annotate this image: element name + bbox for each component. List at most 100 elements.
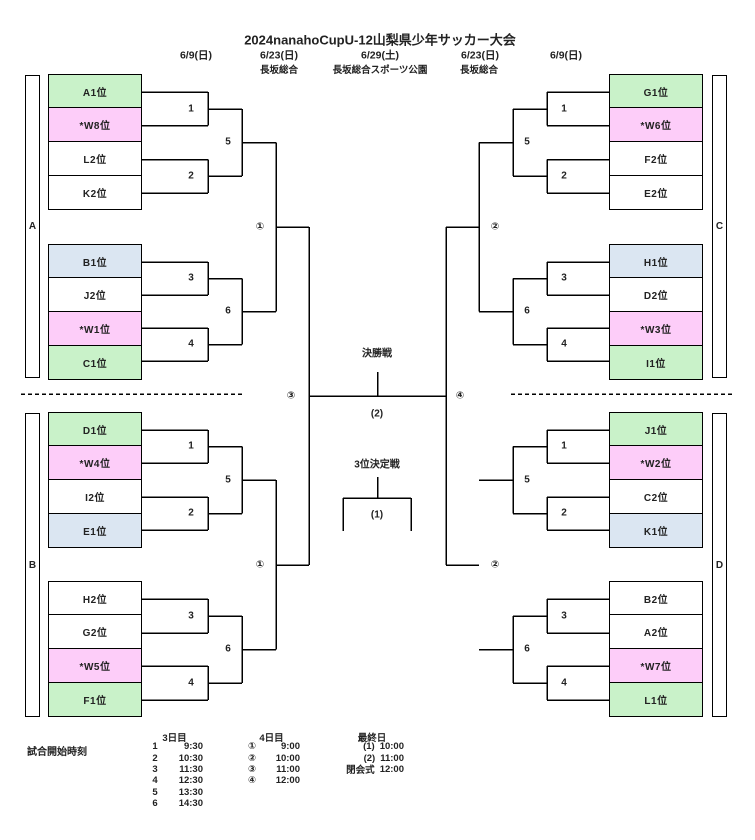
team-box: D1位 — [48, 411, 142, 447]
block-bar-d: D — [712, 413, 727, 717]
team-label: G1位 — [643, 87, 669, 99]
start-time: 10:00 — [275, 752, 300, 764]
schedule-row: 2 10:30 — [146, 752, 203, 764]
match-number: 6 — [225, 643, 231, 655]
match-number: 2 — [188, 170, 194, 182]
team-label: I2位 — [85, 493, 105, 505]
team-label: H1位 — [643, 257, 669, 269]
team-label: B2位 — [643, 594, 669, 606]
team-label: L1位 — [644, 695, 668, 707]
match-number: 5 — [225, 136, 231, 148]
team-box: E2位 — [609, 174, 703, 210]
match-number: 2 — [152, 752, 158, 764]
start-time: 11:00 — [380, 752, 404, 764]
block-bar-b: B — [25, 413, 40, 717]
team-label: *W4位 — [79, 459, 111, 471]
match-number: 2 — [561, 507, 567, 519]
team-box: B1位 — [48, 243, 142, 279]
schedule-title: 試合開始時刻 — [27, 747, 87, 758]
start-time: 13:30 — [178, 786, 203, 798]
team-box: *W8位 — [48, 107, 142, 143]
team-label: E2位 — [644, 188, 668, 200]
match-number: 4 — [152, 775, 158, 787]
schedule-finalday-header: 最終日 — [357, 733, 387, 744]
schedule-row: (1)10:00 — [340, 741, 404, 752]
block-letter: D — [715, 559, 724, 571]
team-label: *W1位 — [79, 325, 111, 337]
schedule-row: 4 12:30 — [146, 775, 203, 786]
team-box: I1位 — [609, 344, 703, 380]
start-time: 10:30 — [178, 752, 203, 764]
team-box: *W1位 — [48, 311, 142, 347]
match-number: 5 — [524, 136, 530, 148]
start-time: 9:00 — [280, 741, 300, 753]
final-match-number: (2) — [370, 408, 384, 420]
team-label: *W7位 — [640, 662, 672, 674]
team-box: F2位 — [609, 141, 703, 177]
venue-label: 長坂総合 — [459, 65, 499, 76]
team-label: C2位 — [643, 493, 669, 505]
team-box: I2位 — [48, 479, 142, 515]
team-box: D2位 — [609, 277, 703, 313]
team-box: *W3位 — [609, 311, 703, 347]
match-number: 1 — [561, 103, 567, 115]
date-header: 6/9(日) — [549, 49, 583, 62]
team-box: K1位 — [609, 512, 703, 548]
match-number: 1 — [188, 440, 194, 452]
team-box: *W6位 — [609, 107, 703, 143]
date-header: 6/9(日) — [179, 49, 213, 62]
team-box: F1位 — [48, 681, 142, 717]
match-number: 4 — [188, 338, 194, 350]
start-time: 9:30 — [183, 741, 203, 753]
team-label: A1位 — [82, 87, 108, 99]
team-box: J2位 — [48, 277, 142, 313]
match-number: 3 — [188, 272, 194, 284]
match-number: ① — [247, 741, 257, 753]
team-box: C2位 — [609, 479, 703, 515]
block-letter: A — [28, 221, 37, 232]
block-letter: B — [28, 559, 37, 571]
block-bar-a: A — [25, 75, 40, 378]
match-number: 4 — [561, 338, 567, 350]
team-box: H2位 — [48, 580, 142, 616]
team-label: H2位 — [82, 594, 108, 606]
match-number: ④ — [247, 775, 257, 787]
team-label: C1位 — [82, 358, 108, 370]
match-number: 2 — [188, 507, 194, 519]
match-number: ① — [255, 221, 265, 233]
team-label: K2位 — [82, 188, 108, 200]
team-label: E1位 — [83, 526, 107, 538]
match-number: 1 — [188, 103, 194, 115]
match-number: (2) — [363, 752, 376, 764]
team-label: *W8位 — [79, 121, 111, 133]
team-box: B2位 — [609, 580, 703, 616]
team-label: I1位 — [646, 358, 666, 370]
team-label: D1位 — [82, 425, 108, 437]
team-box: G2位 — [48, 614, 142, 650]
team-box: A2位 — [609, 614, 703, 650]
match-number: 3 — [152, 763, 158, 775]
third-place-label: 3位決定戦 — [354, 459, 400, 471]
match-number: (1) — [363, 741, 375, 753]
match-number: 1 — [152, 741, 158, 753]
team-box: G1位 — [609, 73, 703, 109]
team-label: G2位 — [82, 628, 108, 640]
final-label: 決勝戦 — [362, 348, 392, 360]
team-label: F2位 — [644, 155, 668, 167]
start-time: 12:30 — [178, 775, 203, 787]
team-box: *W2位 — [609, 445, 703, 481]
match-number: 1 — [561, 440, 567, 452]
venue-label: 長坂総合スポーツ公園 — [332, 65, 428, 76]
team-box: *W7位 — [609, 648, 703, 684]
team-box: *W4位 — [48, 445, 142, 481]
semifinal-number-right: ④ — [455, 390, 465, 402]
block-letter: C — [715, 221, 724, 232]
match-number: 4 — [561, 677, 567, 689]
